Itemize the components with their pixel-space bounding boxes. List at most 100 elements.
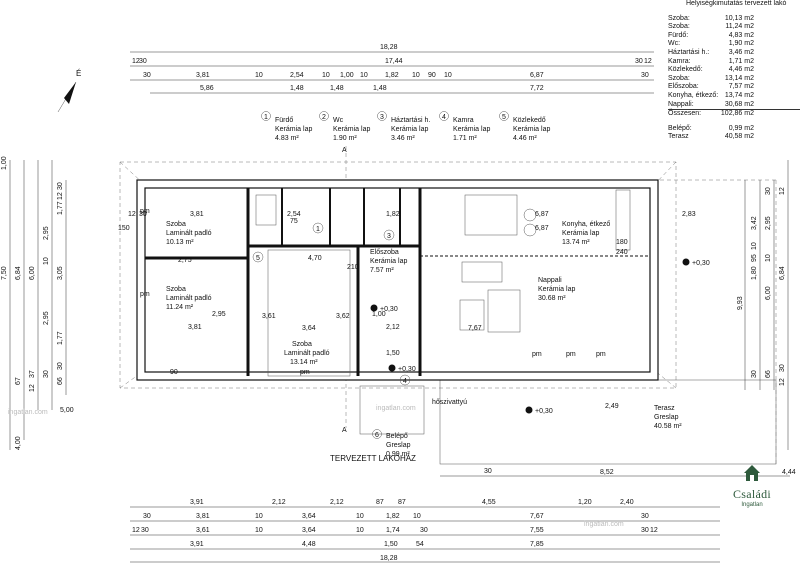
dim-label: 3,42 — [751, 216, 758, 230]
dim-label: 10 — [356, 513, 364, 520]
dim-label: 12 — [644, 58, 652, 65]
room-name: Szoba — [292, 341, 312, 348]
room-schedule: Helyiségkimutatás tervezett lakó Szoba:1… — [668, 0, 800, 142]
dim-label: 10 — [255, 513, 263, 520]
schedule-row: Kamra:1,71 m2 — [668, 58, 800, 67]
dim-label: 3,62 — [336, 313, 350, 320]
dim-label: 95 — [751, 254, 758, 262]
schedule-value: 4,83 m2 — [728, 31, 754, 39]
dim-label: 12 — [779, 187, 786, 195]
furniture: 1 3 5 4 — [252, 189, 631, 386]
dim-label: 3,91 — [190, 499, 204, 506]
dim-label: 30 — [57, 362, 64, 370]
north-arrow-icon: É — [57, 69, 81, 113]
dim-label: 90 — [170, 369, 178, 376]
pm-label: pm — [140, 291, 150, 298]
section-label: A — [342, 427, 347, 434]
dim-label: 4,70 — [308, 255, 322, 262]
dim-label: 10 — [751, 242, 758, 250]
room-floor: Kerámia lap — [275, 126, 312, 133]
dim-label: 1,77 — [57, 331, 64, 345]
inner-dimensions: 3,81 2,75 4,70 3,81 2,95 3,61 3,64 3,62 … — [118, 211, 696, 476]
room-name: Szoba — [166, 221, 186, 228]
pm-label: pm — [140, 208, 150, 215]
dim-label: 10 — [444, 72, 452, 79]
room-name: Kamra — [453, 117, 474, 124]
room-header-haztartasi: 3 Háztartási h. Kerámia lap 3.46 m² — [377, 111, 430, 142]
dim-label: 3,64 — [302, 527, 316, 534]
room-nappali: Nappali Kerámia lap 30.68 m² — [538, 277, 575, 302]
room-floor: Kerámia lap — [453, 126, 490, 133]
dim-label: 30 — [420, 527, 428, 534]
room-floor: Laminált padló — [166, 230, 212, 237]
room-header-wc: 2 Wc Kerámia lap 1.90 m² — [319, 111, 370, 142]
dim-label: 2,49 — [605, 403, 619, 410]
watermark: ingatlan.com — [584, 521, 624, 528]
dim-label: 4,44 — [782, 469, 796, 476]
dim-label: 10 — [255, 527, 263, 534]
schedule-row: Konyha, étkező:13,74 m2 — [668, 92, 800, 101]
company-logo: Családi Ingatlan — [722, 464, 782, 508]
room-terasz: Terasz Greslap 40.58 m² — [654, 405, 682, 430]
dim-label: 1,00 — [1, 156, 8, 170]
dim-label: 30 — [635, 58, 643, 65]
dim-label: 4,00 — [15, 436, 22, 450]
schedule-label: Összesen: — [668, 110, 702, 118]
schedule-label: Kamra: — [668, 57, 691, 65]
room-floor: Laminált padló — [166, 295, 212, 302]
dim-label: 150 — [118, 225, 130, 232]
dim-label: 30 — [484, 468, 492, 475]
room-eloszoba: Előszoba Kerámia lap 7.57 m² — [370, 249, 407, 274]
room-header-kamra: 4 Kamra Kerámia lap 1.71 m² — [439, 111, 490, 142]
building-walls — [136, 179, 659, 381]
room-number: 6 — [375, 432, 379, 439]
dim-label: 2,12 — [272, 499, 286, 506]
dim-label: 9,93 — [737, 296, 744, 310]
schedule-value: 4,46 m2 — [728, 66, 754, 74]
dim-label: 1,48 — [290, 85, 304, 92]
room-area: 7.57 m² — [370, 267, 394, 274]
schedule-value: 0,99 m2 — [728, 124, 754, 132]
room-name: Konyha, étkező — [562, 221, 610, 228]
top-overall-dim: 18,28 — [380, 44, 398, 51]
dim-label: 10 — [255, 72, 263, 79]
logo-sub: Ingatlan — [741, 502, 763, 508]
schedule-label: Előszoba: — [668, 83, 699, 91]
bottom-dimensions: 30 3,91 2,12 2,12 87 87 4,55 1,20 2,40 3… — [130, 468, 790, 563]
room-number: 1 — [264, 114, 268, 121]
room-number: 5 — [256, 255, 260, 262]
room-floor: Kerámia lap — [370, 258, 407, 265]
dim-label: 210 — [347, 264, 359, 271]
room-name: Nappali — [538, 277, 562, 284]
schedule-row: Szoba:11,24 m2 — [668, 23, 800, 32]
schedule-row: Nappali:30,68 m2 — [668, 101, 800, 110]
dim-label: 1,74 — [386, 527, 400, 534]
schedule-label: Szoba: — [668, 23, 690, 31]
room-area: 0,99 m² — [386, 451, 410, 458]
schedule-value: 3,46 m2 — [728, 48, 754, 56]
room-area: 1.71 m² — [453, 135, 477, 142]
dim-label: 30 — [57, 182, 64, 190]
dim-label: 2,54 — [290, 72, 304, 79]
dim-label: 7,85 — [530, 541, 544, 548]
schedule-label: Szoba: — [668, 14, 690, 22]
dim-label: 3,61 — [262, 313, 276, 320]
dim-label: 12 — [132, 58, 140, 65]
dim-label: 12 — [650, 527, 658, 534]
room-area: 40.58 m² — [654, 423, 682, 430]
room-name: Szoba — [166, 286, 186, 293]
dim-label: 3,81 — [196, 513, 210, 520]
dim-label: 6,84 — [15, 266, 22, 280]
schedule-value: 7,57 m2 — [728, 83, 754, 91]
dim-label: 1,00 — [340, 72, 354, 79]
schedule-value: 40,58 m2 — [724, 133, 754, 141]
watermark: ingatlan.com — [8, 409, 48, 416]
level-mark: +0,30 — [398, 366, 416, 373]
room-floor: Laminált padló — [284, 350, 330, 357]
schedule-row: Közlekedő:4,46 m2 — [668, 66, 800, 75]
room-szoba-3: Szoba Laminált padló 13.14 m² — [284, 341, 330, 366]
room-name: Háztartási h. — [391, 117, 430, 124]
dim-label: 6,87 — [535, 211, 549, 218]
dim-label: 7,55 — [530, 527, 544, 534]
dim-label: 1,50 — [384, 541, 398, 548]
